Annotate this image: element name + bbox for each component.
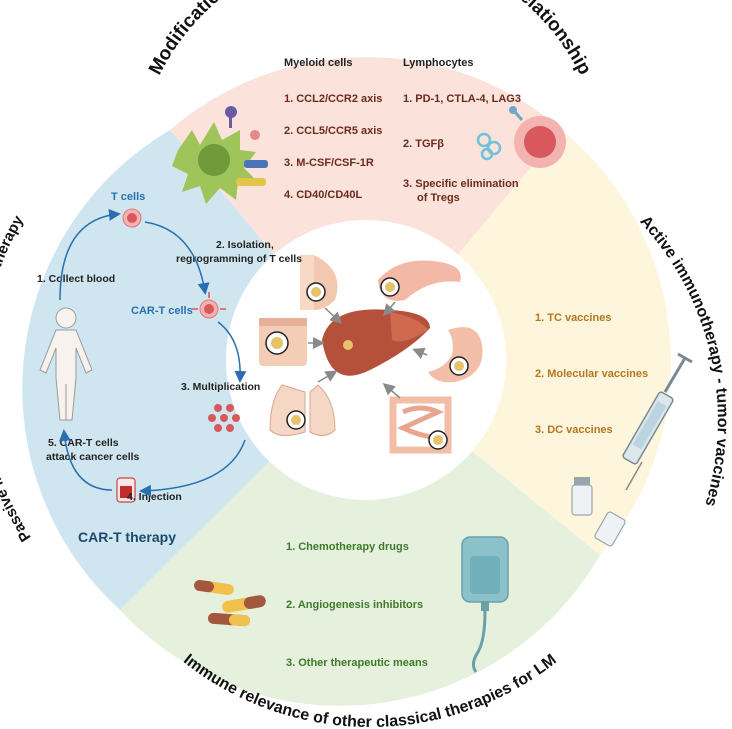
myeloid-header: Myeloid cells [284,57,352,69]
t-cell-icon [122,208,142,228]
lymphocytes-header: Lymphocytes [403,57,474,69]
car-t-cell-icon [192,292,226,319]
organ-arrows [308,301,428,399]
car-t-therapy-title: CAR-T therapy [78,529,176,545]
step1-label: 1. Collect blood [37,273,115,285]
vial-icon [571,477,626,547]
skin-icon [259,318,307,366]
lymphocyte-item-1: 1. PD-1, CTLA-4, LAG3 [403,93,521,105]
myeloid-item-2: 2. CCL5/CCR5 axis [284,125,382,137]
human-body-icon [39,307,93,421]
lymphocyte-item-2: 2. TGFβ [403,138,444,150]
right-quadrant [366,130,671,555]
step3-label: 3. Multiplication [181,381,260,393]
myeloid-item-4: 4. CD40/CD40L [284,189,363,201]
lymphocyte-item-4: of Tregs [417,192,460,204]
macrophage-icon [172,106,268,204]
syringe-icon [622,352,693,491]
step4-label: 4. Injection [127,491,182,503]
therapy-item-1: 1. Chemotherapy drugs [286,541,409,553]
cytokine-icon [476,132,502,161]
iv-bag-icon [461,536,509,673]
myeloid-item-3: 3. M-CSF/CSF-1R [284,157,374,169]
liver-icon [322,309,430,376]
pancreas-icon [378,260,461,301]
left-cycle-arrows [58,208,247,497]
step5-line1: 5. CAR-T cells [48,437,119,449]
blood-bag-icon [116,477,136,503]
lungs-icon [269,384,336,436]
vaccine-item-3: 3. DC vaccines [535,424,613,436]
intestine-icon [389,396,452,454]
top-quadrant [170,57,562,366]
vaccine-item-2: 2. Molecular vaccines [535,368,648,380]
therapy-item-2: 2. Angiogenesis inhibitors [286,599,423,611]
breast-icon [300,255,338,310]
capsule-icon [194,579,266,627]
t-cells-label: T cells [111,191,145,203]
multiplied-cells-icon [208,404,240,432]
stomach-icon [428,327,483,383]
step2-line1: 2. Isolation, [216,239,274,251]
step2-line2: regrogramming of T cells [176,253,302,265]
lymphocyte-icon [509,106,566,168]
vaccine-item-1: 1. TC vaccines [535,312,611,324]
lymphocyte-item-3: 3. Specific elimination [403,178,519,190]
step5-line2: attack cancer cells [46,451,140,463]
car-t-cells-label: CAR-T cells [131,305,193,317]
therapy-item-3: 3. Other therapeutic means [286,657,428,669]
myeloid-item-1: 1. CCL2/CCR2 axis [284,93,382,105]
